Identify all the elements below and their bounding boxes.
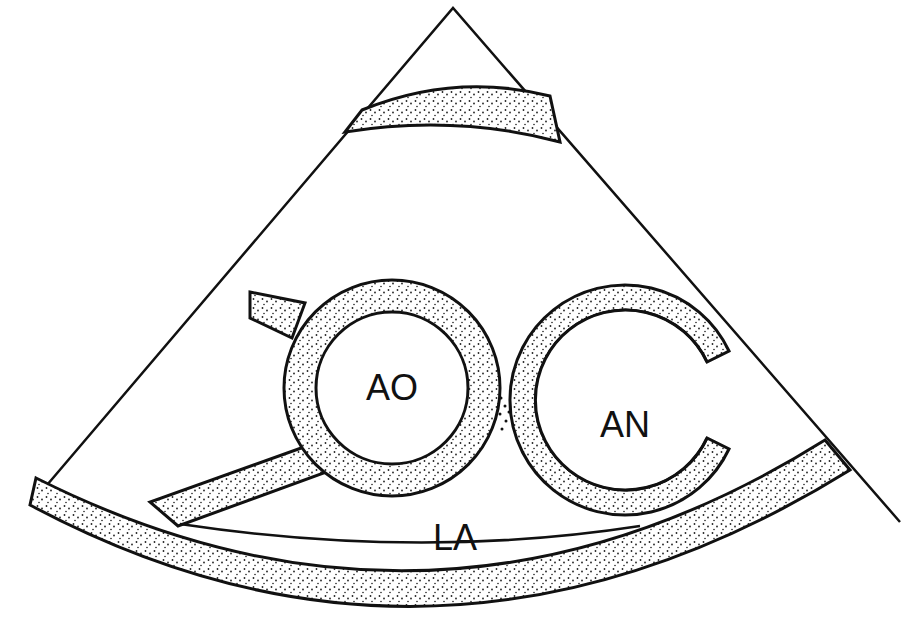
structure-label: AN bbox=[600, 407, 650, 443]
structure-label: LA bbox=[433, 520, 477, 556]
atrial-floor bbox=[180, 524, 640, 543]
vessel-wall bbox=[250, 292, 305, 338]
atrial-wall bbox=[150, 442, 332, 526]
aneurysm-wall bbox=[510, 285, 729, 515]
structure-label: AO bbox=[366, 370, 418, 406]
communication-dots bbox=[499, 397, 511, 431]
aneurysm-lumen bbox=[536, 311, 714, 489]
aneurysm-inner-edge bbox=[535, 310, 707, 490]
sector-outline bbox=[30, 8, 900, 522]
chest-wall-band bbox=[345, 87, 560, 142]
aortic-wall bbox=[284, 280, 500, 496]
